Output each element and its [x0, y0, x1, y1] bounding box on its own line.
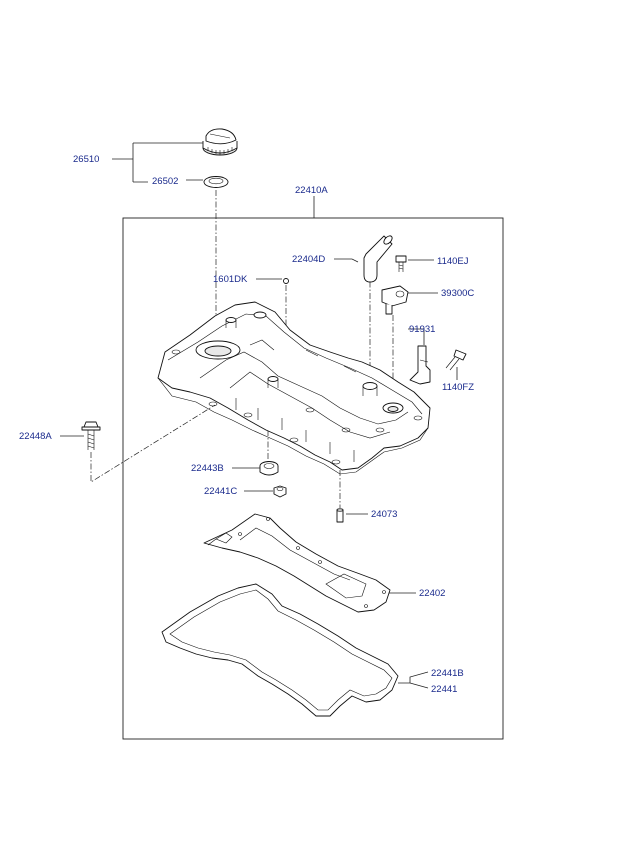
label-1601dk: 1601DK	[213, 274, 248, 285]
leader-26510	[112, 142, 203, 183]
pin-24073	[336, 508, 344, 523]
pin-1601dk	[283, 278, 289, 284]
label-22443b: 22443B	[191, 463, 224, 474]
cylinder-head-cover	[157, 301, 431, 475]
label-24073: 24073	[371, 509, 397, 520]
cam-position-sensor	[381, 285, 409, 315]
bolt-1140fz	[445, 349, 467, 371]
label-22448a: 22448A	[19, 431, 52, 442]
bolt-1140ej	[395, 255, 407, 272]
seal-22443b	[259, 461, 279, 476]
label-22441: 22441	[431, 684, 457, 695]
label-91931: 91931	[409, 324, 435, 335]
bolt-22448a	[81, 421, 101, 450]
label-22441b: 22441B	[431, 668, 464, 679]
oil-filler-cap	[202, 128, 238, 156]
pcv-hose	[363, 235, 393, 283]
assembly-frame	[122, 217, 504, 740]
label-1140fz: 1140FZ	[442, 382, 474, 393]
label-26502: 26502	[152, 176, 178, 187]
cap-gasket	[203, 176, 229, 188]
cover-gasket	[161, 583, 399, 717]
label-39300c: 39300C	[441, 288, 474, 299]
label-22404d: 22404D	[292, 254, 325, 265]
center-line-bolt-a	[90, 404, 216, 483]
label-22441c: 22441C	[204, 486, 237, 497]
bracket-91931	[409, 345, 431, 385]
leader-22441	[398, 671, 429, 689]
label-26510: 26510	[73, 154, 99, 165]
label-22402: 22402	[419, 588, 445, 599]
baffle-plate	[203, 513, 391, 613]
label-1140ej: 1140EJ	[437, 256, 469, 267]
nut-22441c	[273, 485, 287, 498]
label-22410a: 22410A	[295, 185, 328, 196]
leader-91931	[408, 328, 425, 345]
leader-22404D	[334, 258, 359, 263]
